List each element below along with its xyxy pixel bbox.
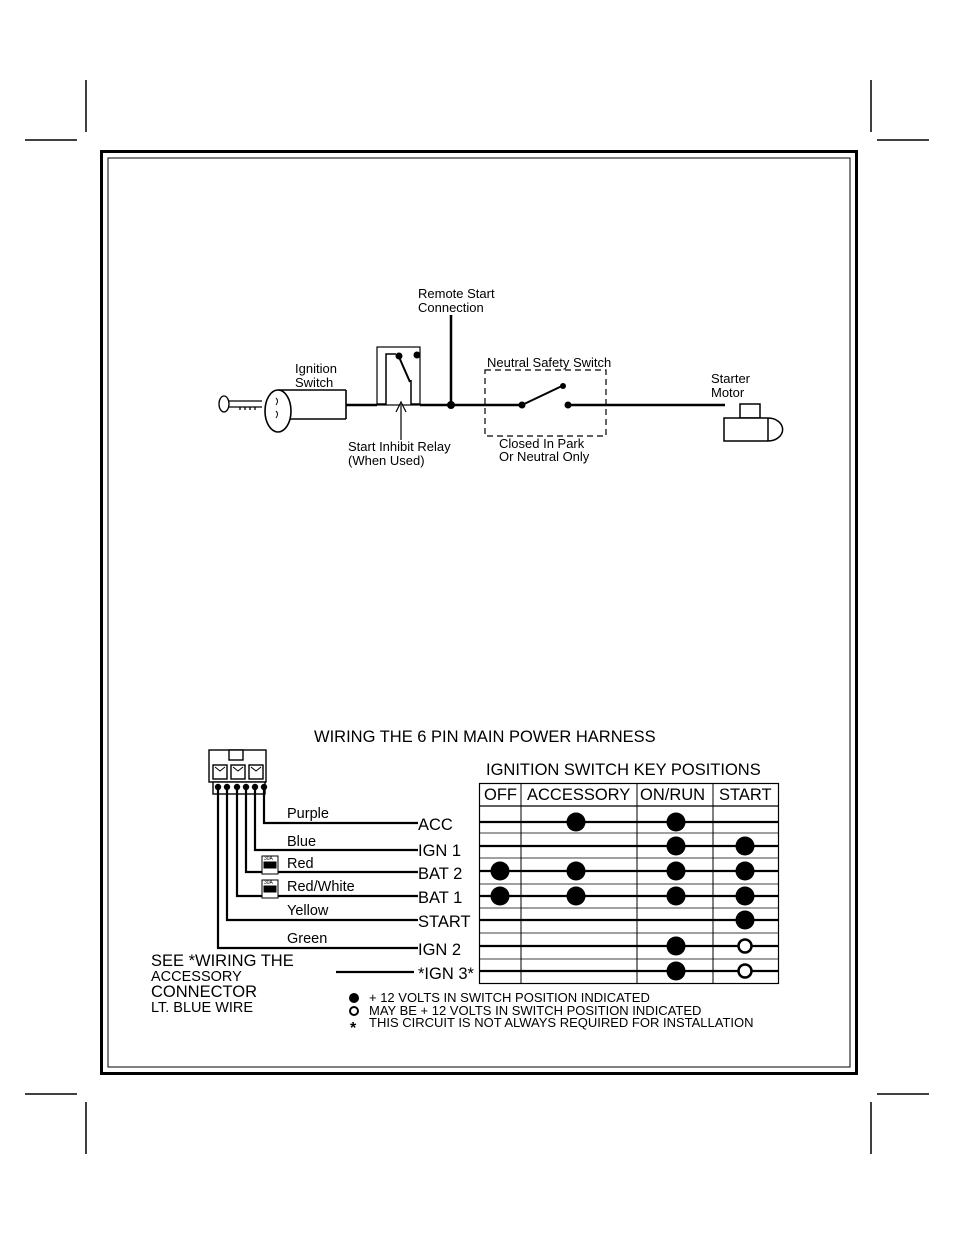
key-positions-table: OFF ACCESSORY ON/RUN START — [478, 782, 780, 985]
start-inhibit-relay-label: Start Inhibit Relay(When Used) — [348, 439, 451, 468]
starter-motor-icon — [723, 403, 784, 442]
solid-dot-icon — [666, 812, 686, 832]
start-inhibit-relay — [376, 346, 421, 440]
solid-dot-icon — [735, 861, 755, 881]
column-accessory: ACCESSORY — [527, 786, 630, 804]
svg-text:SEE *WIRING THE: SEE *WIRING THE — [151, 952, 294, 970]
solid-dot-icon — [735, 836, 755, 856]
key-icon — [218, 395, 262, 413]
column-start: START — [719, 786, 772, 804]
legend-hollow-dot-icon — [349, 1006, 359, 1016]
crop-marks — [25, 80, 929, 1154]
wire-color-purple: Purple — [287, 806, 329, 822]
terminal-acc: ACC — [418, 816, 453, 834]
page-border-outer — [100, 150, 858, 1075]
hollow-dot-icon — [737, 963, 753, 979]
key-positions-title: IGNITION SWITCH KEY POSITIONS — [486, 761, 761, 779]
terminal-ign2: IGN 2 — [418, 941, 461, 959]
solid-dot-icon — [666, 836, 686, 856]
see-accessory-connector-note: SEE *WIRING THE ACCESSORY CONNECTOR LT. … — [151, 952, 294, 1016]
terminal-bat2: BAT 2 — [418, 865, 462, 883]
neutral-safety-switch-label: Neutral Safety Switch — [487, 355, 611, 370]
harness-title: WIRING THE 6 PIN MAIN POWER HARNESS — [314, 728, 656, 746]
solid-dot-icon — [490, 861, 510, 881]
fuse-label-red-white: 30A — [264, 880, 274, 886]
legend-hollow-text: MAY BE + 12 VOLTS IN SWITCH POSITION IND… — [369, 1003, 701, 1018]
wire-color-red: Red — [287, 856, 314, 872]
solid-dot-icon — [490, 886, 510, 906]
legend-solid-text: + 12 VOLTS IN SWITCH POSITION INDICATED — [369, 990, 650, 1005]
column-on-run: ON/RUN — [640, 786, 705, 804]
neutral-safety-switch — [518, 383, 572, 409]
wire-color-green: Green — [287, 931, 327, 947]
solid-dot-icon — [735, 910, 755, 930]
ignition-switch-icon — [264, 389, 347, 433]
terminal-labels: ACC IGN 1 BAT 2 BAT 1 START IGN 2 *IGN 3… — [418, 816, 475, 983]
neutral-safety-switch-box — [484, 369, 607, 437]
svg-text:CONNECTOR: CONNECTOR — [151, 983, 257, 1001]
page-border-inner — [107, 157, 851, 1068]
legend-asterisk-text: THIS CIRCUIT IS NOT ALWAYS REQUIRED FOR … — [369, 1015, 754, 1030]
six-pin-connector — [208, 749, 268, 795]
svg-text:ACCESSORY: ACCESSORY — [151, 969, 242, 985]
terminal-start: START — [418, 913, 471, 931]
solid-dot-icon — [566, 861, 586, 881]
wire-color-red-white: Red/White — [287, 879, 355, 895]
solid-dot-icon — [666, 861, 686, 881]
legend: + 12 VOLTS IN SWITCH POSITION INDICATED … — [349, 990, 754, 1037]
hollow-dot-icon — [737, 938, 753, 954]
svg-text:LT. BLUE WIRE: LT. BLUE WIRE — [151, 1000, 253, 1016]
wire-color-yellow: Yellow — [287, 903, 329, 919]
fuse-label-red: 30A — [264, 856, 274, 862]
solid-dot-icon — [735, 886, 755, 906]
terminal-ign3: *IGN 3* — [418, 965, 475, 983]
table-grid — [478, 782, 780, 985]
fuse-icon-red-white — [261, 879, 279, 899]
legend-asterisk-icon: * — [350, 1020, 357, 1037]
wire-color-blue: Blue — [287, 834, 316, 850]
wire-color-labels: Purple Blue Red Red/White Yellow Green — [287, 806, 355, 947]
remote-start-junction — [447, 401, 455, 409]
solid-dot-icon — [666, 936, 686, 956]
fuse-icon-red — [261, 855, 279, 875]
solid-dot-icon — [566, 886, 586, 906]
terminal-bat1: BAT 1 — [418, 889, 462, 907]
solid-dot-icon — [566, 812, 586, 832]
solid-dot-icon — [666, 961, 686, 981]
solid-dot-icon — [666, 886, 686, 906]
legend-solid-dot-icon — [349, 993, 359, 1003]
harness-wires — [216, 790, 418, 974]
terminal-ign1: IGN 1 — [418, 842, 461, 860]
column-off: OFF — [484, 786, 517, 804]
